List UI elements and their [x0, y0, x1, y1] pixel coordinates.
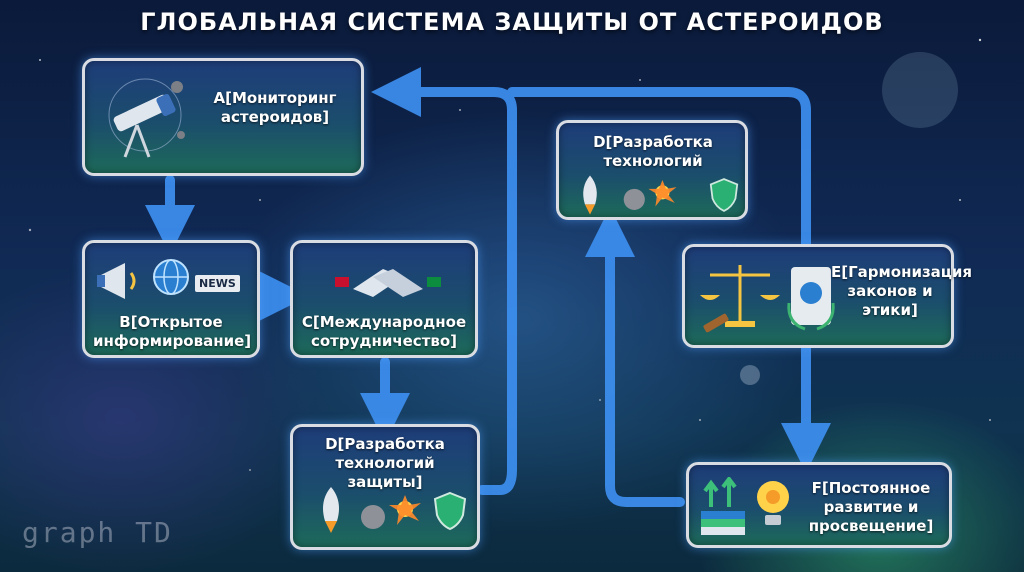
- scales-gavel-icon: [700, 265, 780, 333]
- asteroid-explosion-icon: [623, 180, 677, 210]
- growth-arrows-icon: [701, 477, 745, 535]
- diagram-title: ГЛОБАЛЬНАЯ СИСТЕМА ЗАЩИТЫ ОТ АСТЕРОИДОВ: [140, 8, 884, 36]
- node-c[interactable]: C[Международное сотрудничество]: [290, 240, 478, 358]
- node-d1-label: D[Разработка технологий защиты]: [325, 435, 445, 491]
- node-e[interactable]: E[Гармонизация законов и этики]: [682, 244, 973, 348]
- asteroid-explosion-icon: [361, 495, 421, 529]
- rocket-icon: [583, 175, 597, 215]
- node-a[interactable]: A[Мониторинг астероидов]: [82, 58, 364, 176]
- document-globe-icon: [787, 267, 835, 331]
- node-f-label: F[Постоянное развитие и просвещение]: [808, 479, 934, 535]
- arrow-d1-to-a: [371, 67, 517, 495]
- node-a-label: A[Мониторинг астероидов]: [213, 89, 337, 126]
- rocket-icon: [323, 487, 339, 533]
- shield-icon: [433, 491, 467, 531]
- handshake-icon: [335, 269, 441, 297]
- node-b[interactable]: NEWS B[Открытое информирование]: [82, 240, 260, 358]
- telescope-icon: [108, 78, 185, 158]
- node-b-label: B[Открытое информирование]: [93, 313, 252, 350]
- watermark: graph TD: [22, 516, 173, 549]
- node-d2[interactable]: D[Разработка технологий: [556, 120, 748, 220]
- lightbulb-gear-icon: [757, 481, 789, 525]
- globe-icon: [153, 259, 189, 295]
- node-d2-label: D[Разработка технологий: [593, 133, 713, 170]
- node-e-label: E[Гармонизация законов и этики]: [831, 263, 973, 319]
- node-f[interactable]: F[Постоянное развитие и просвещение]: [686, 462, 952, 548]
- node-c-label: C[Международное сотрудничество]: [301, 313, 467, 350]
- node-d1[interactable]: D[Разработка технологий защиты]: [290, 424, 480, 550]
- news-badge: NEWS: [195, 275, 240, 292]
- arrow-f-to-d2: [585, 207, 685, 507]
- shield-icon: [709, 178, 739, 212]
- megaphone-icon: [97, 263, 136, 299]
- arrow-loop-to-f: [507, 87, 831, 473]
